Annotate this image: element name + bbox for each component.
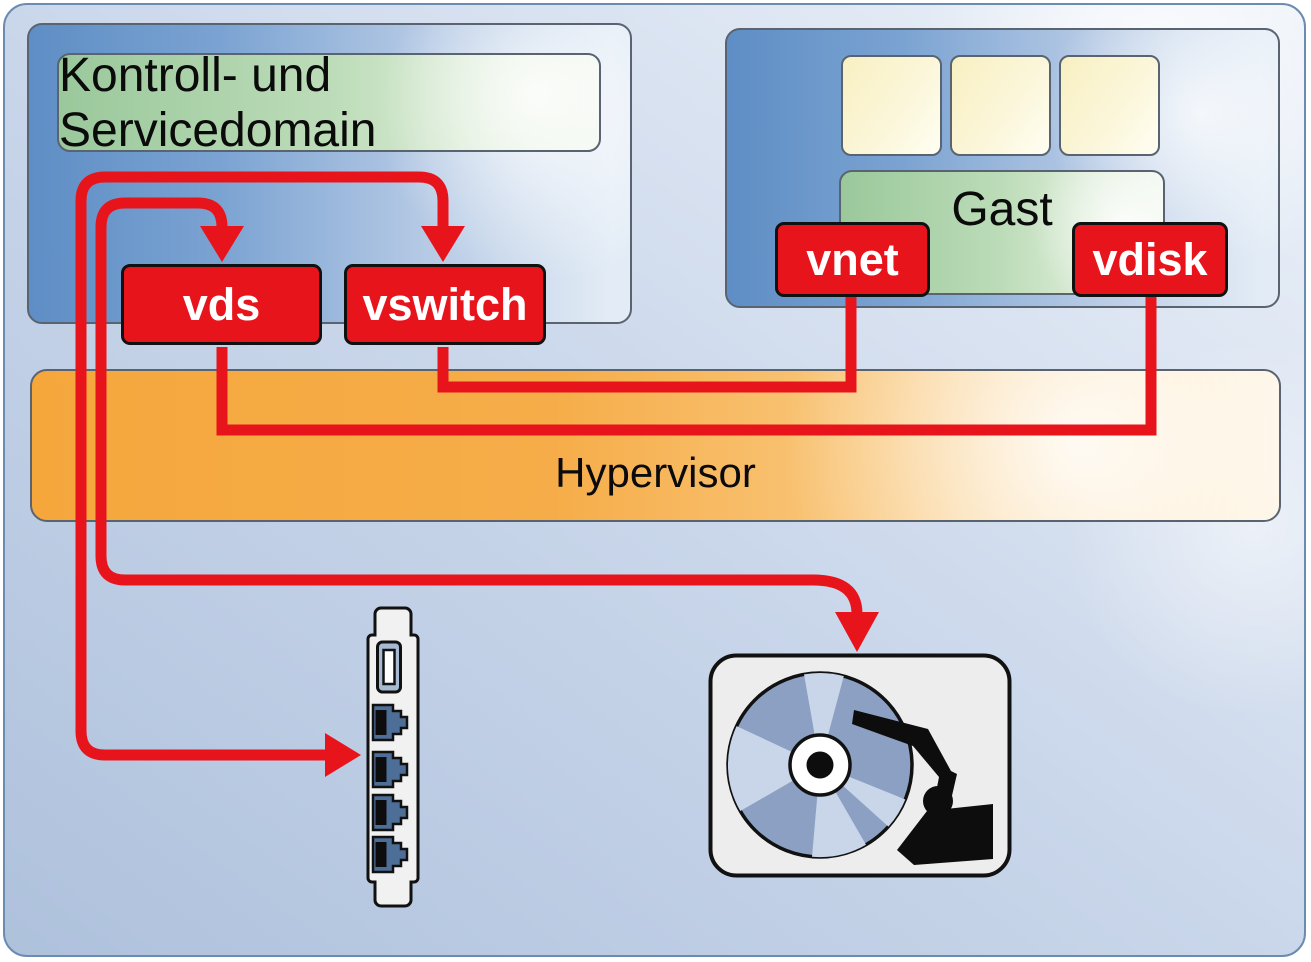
vdisk-node: vdisk: [1072, 222, 1228, 297]
rj45-port: [371, 835, 409, 874]
vds-node: vds: [121, 264, 322, 345]
control-service-domain-text: Kontroll- und Servicedomain: [59, 48, 377, 157]
vm-slot: [950, 55, 1051, 156]
usb-port-slot: [382, 648, 396, 686]
vnet-node: vnet: [775, 222, 930, 297]
vswitch-text: vswitch: [362, 278, 528, 330]
vnet-text: vnet: [806, 233, 899, 285]
guest-text: Gast: [951, 183, 1053, 236]
vdisk-text: vdisk: [1092, 233, 1208, 285]
spindle: [806, 751, 834, 779]
rj45-port: [371, 750, 409, 789]
hard-disk-icon: [708, 653, 1012, 878]
rj45-port: [371, 703, 409, 742]
hypervisor-bar: Hypervisor: [30, 369, 1281, 522]
vds-text: vds: [182, 278, 261, 330]
pci-nic-bracket-icon: [366, 606, 420, 908]
rj45-port: [371, 793, 409, 832]
vm-slot: [1059, 55, 1160, 156]
control-service-domain-label: Kontroll- und Servicedomain: [57, 49, 601, 157]
actuator-arm: [852, 710, 993, 865]
vswitch-node: vswitch: [344, 264, 546, 345]
vm-slot: [841, 55, 942, 156]
hypervisor-text: Hypervisor: [555, 449, 756, 496]
